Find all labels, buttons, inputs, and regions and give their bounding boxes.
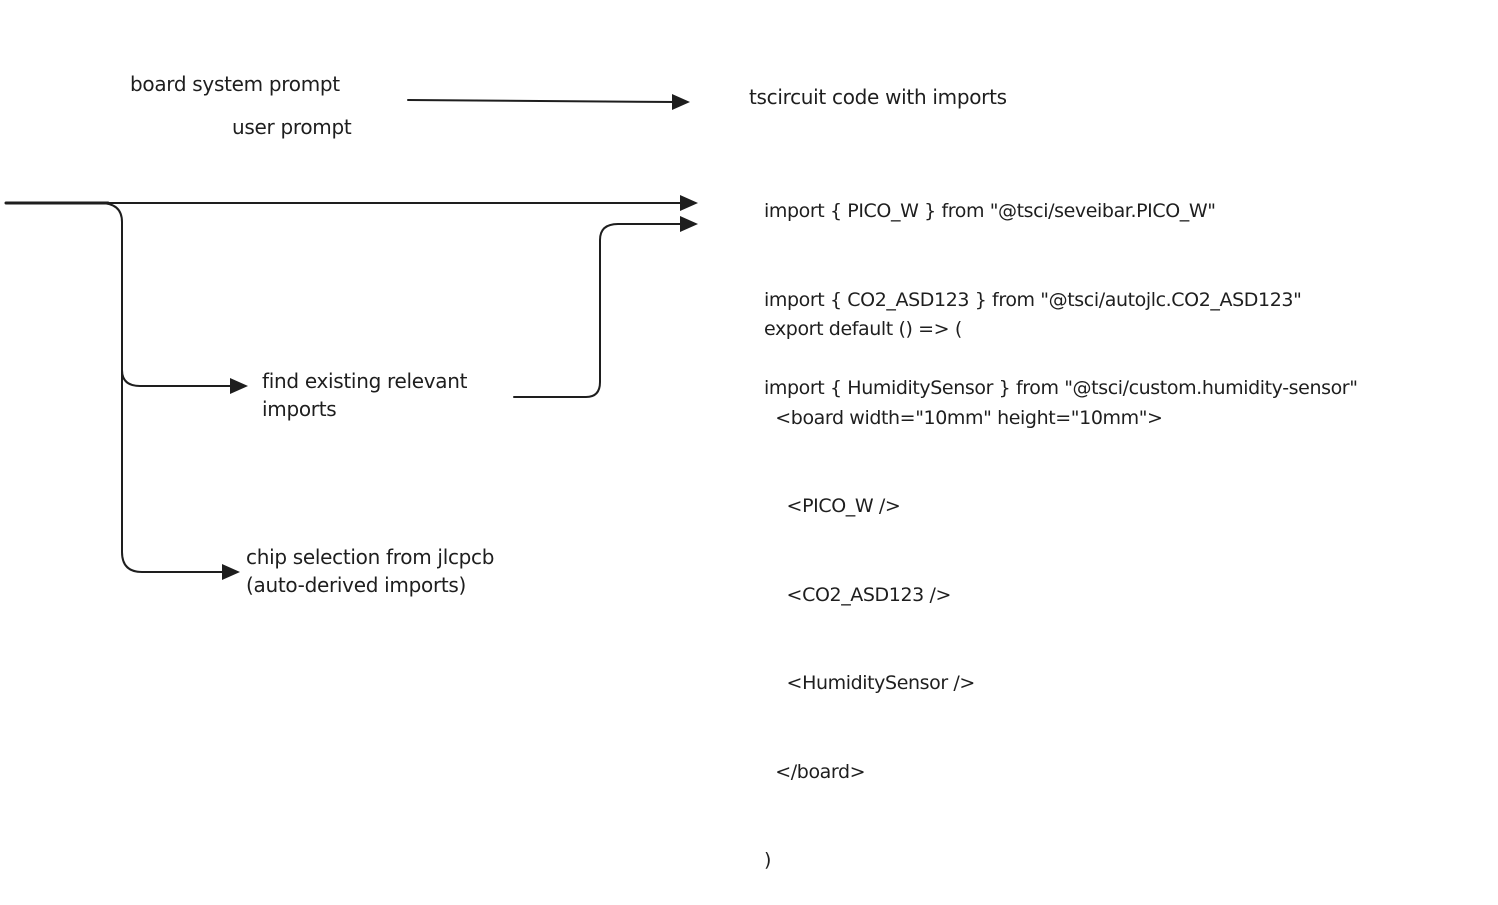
arrowhead-prompts-to-output xyxy=(672,94,690,110)
node-chip-selection: chip selection from jlcpcb (auto-derived… xyxy=(246,543,494,599)
code-body-line: <CO2_ASD123 /> xyxy=(764,583,952,606)
code-imports: import { PICO_W } from "@tsci/seveibar.P… xyxy=(764,138,1358,433)
node-output-title: tscircuit code with imports xyxy=(749,85,1007,109)
code-body-line: ) xyxy=(764,849,772,871)
flow-diagram xyxy=(4,94,698,580)
code-import-line: import { HumiditySensor } from "@tsci/cu… xyxy=(764,377,1358,399)
edge-prompts-to-output xyxy=(407,99,677,103)
code-body-line: export default () => ( xyxy=(764,318,962,340)
find-imports-line-1: find existing relevant xyxy=(262,369,468,393)
arrowhead-input-to-output xyxy=(680,195,698,211)
node-find-imports: find existing relevant imports xyxy=(262,367,467,423)
chip-selection-line-1: chip selection from jlcpcb xyxy=(246,545,495,569)
code-body-line: </board> xyxy=(764,760,866,783)
code-import-line: import { CO2_ASD123 } from "@tsci/autojl… xyxy=(764,288,1302,311)
arrowhead-to-find-imports xyxy=(230,378,248,394)
edge-find-imports-to-output xyxy=(513,223,685,398)
arrowhead-find-imports-to-output xyxy=(680,216,698,232)
node-user-prompt: user prompt xyxy=(232,115,352,139)
arrowhead-to-chip-selection xyxy=(222,564,240,580)
node-board-system-prompt: board system prompt xyxy=(130,72,340,96)
find-imports-line-2: imports xyxy=(262,397,337,421)
code-body-line: <PICO_W /> xyxy=(764,495,901,517)
edge-input-to-find-imports xyxy=(121,369,233,387)
code-import-line: import { PICO_W } from "@tsci/seveibar.P… xyxy=(764,200,1216,222)
chip-selection-line-2: (auto-derived imports) xyxy=(246,573,467,597)
code-body-line: <HumiditySensor /> xyxy=(764,672,976,694)
code-body-line: <board width="10mm" height="10mm"> xyxy=(764,406,1163,429)
code-body: export default () => ( <board width="10m… xyxy=(764,256,1163,905)
edge-input-branch-down xyxy=(99,202,227,573)
